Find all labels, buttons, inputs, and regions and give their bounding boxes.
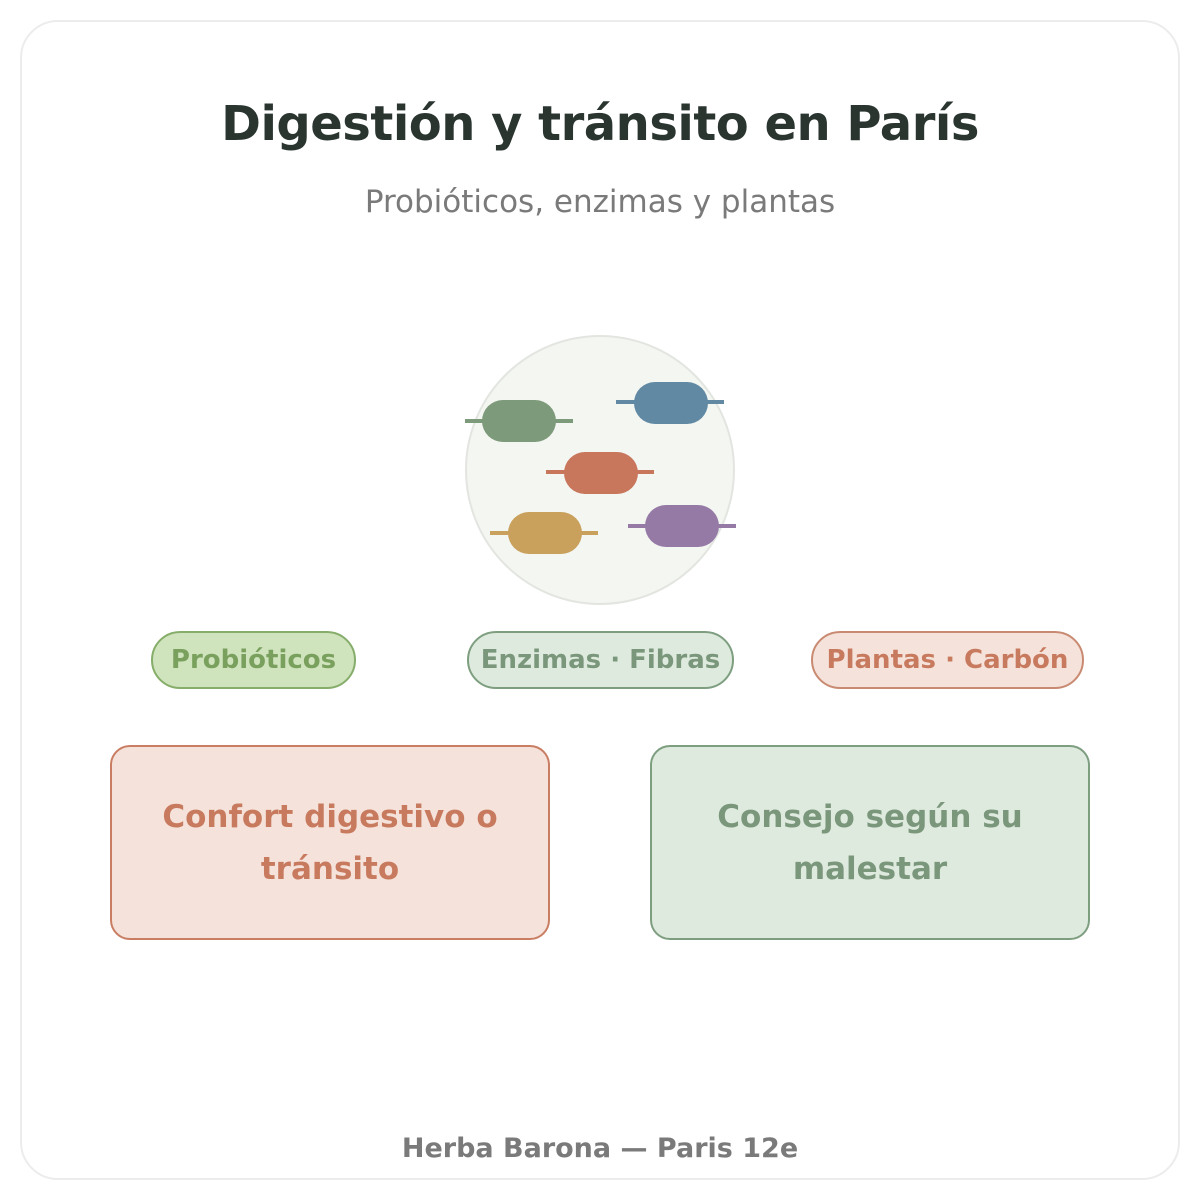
capsule-blue-icon	[616, 382, 724, 424]
footer-brand: Herba Barona — Paris 12e	[401, 1133, 799, 1164]
page-subtitle: Probióticos, enzimas y plantas	[364, 184, 836, 220]
tag-enzimas-fibras-label: Enzimas · Fibras	[480, 645, 721, 675]
tag-probioticos: Probióticos	[151, 631, 356, 689]
capsule-yellow-icon	[490, 512, 598, 554]
card-consejo-malestar-text: Consejo según su malestar	[717, 798, 1023, 887]
card-confort-digestivo-text: Confort digestivo o tránsito	[162, 798, 498, 887]
capsule-purple-icon	[628, 505, 736, 547]
capsule-orange-icon	[546, 452, 654, 494]
tag-plantas-carbon: Plantas · Carbón	[811, 631, 1084, 689]
capsule-green-icon	[465, 400, 573, 442]
tag-plantas-carbon-label: Plantas · Carbón	[826, 645, 1069, 675]
tag-probioticos-label: Probióticos	[170, 645, 337, 675]
probiotic-capsules-icon	[465, 335, 736, 605]
card-consejo-malestar: Consejo según su malestar	[650, 745, 1090, 940]
page-title: Digestión y tránsito en París	[221, 96, 979, 152]
card-confort-digestivo: Confort digestivo o tránsito	[110, 745, 550, 940]
tag-enzimas-fibras: Enzimas · Fibras	[467, 631, 734, 689]
